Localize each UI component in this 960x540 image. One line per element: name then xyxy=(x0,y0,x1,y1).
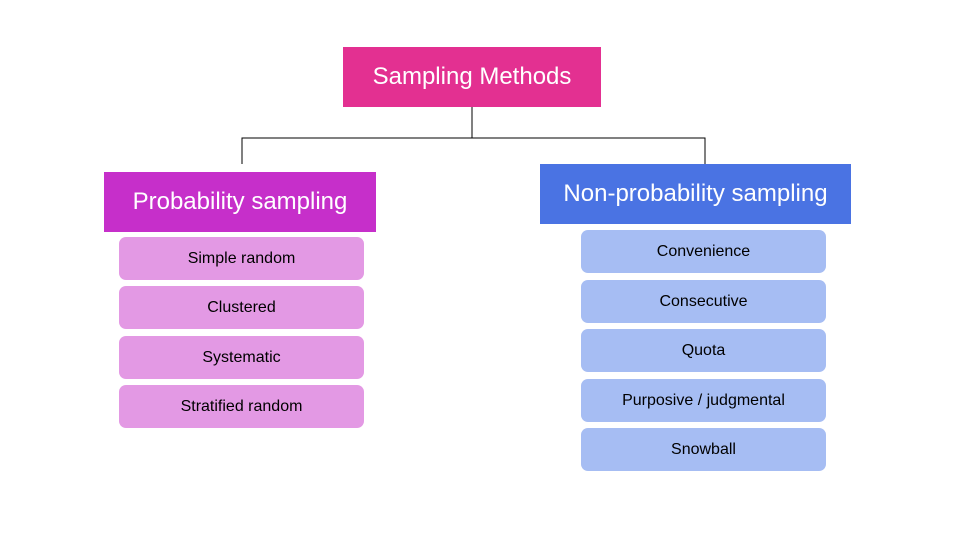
non-probability-item-label: Snowball xyxy=(671,440,736,458)
probability-item-label: Stratified random xyxy=(180,397,303,415)
non-probability-item-snowball: Snowball xyxy=(581,428,826,471)
probability-item-clustered: Clustered xyxy=(119,286,364,329)
non-probability-item-label: Consecutive xyxy=(659,292,748,310)
non-probability-item-convenience: Convenience xyxy=(581,230,826,273)
probability-item-stratified-random: Stratified random xyxy=(119,385,364,428)
non-probability-item-quota: Quota xyxy=(581,329,826,372)
root-node-label: Sampling Methods xyxy=(372,63,572,90)
probability-sampling-header: Probability sampling xyxy=(104,172,376,232)
non-probability-sampling-label: Non-probability sampling xyxy=(563,180,828,207)
non-probability-item-label: Convenience xyxy=(656,242,751,260)
probability-sampling-label: Probability sampling xyxy=(132,188,348,215)
non-probability-item-label: Quota xyxy=(681,341,726,359)
non-probability-item-label: Purposive / judgmental xyxy=(622,391,785,409)
root-to-branches-connector xyxy=(241,107,706,164)
non-probability-sampling-header: Non-probability sampling xyxy=(540,164,851,224)
probability-item-simple-random: Simple random xyxy=(119,237,364,280)
probability-item-label: Systematic xyxy=(202,348,281,366)
non-probability-item-consecutive: Consecutive xyxy=(581,280,826,323)
probability-item-systematic: Systematic xyxy=(119,336,364,379)
non-probability-item-purposive-judgmental: Purposive / judgmental xyxy=(581,379,826,422)
probability-item-label: Clustered xyxy=(207,298,276,316)
root-node-sampling-methods: Sampling Methods xyxy=(343,47,601,107)
probability-item-label: Simple random xyxy=(187,249,296,267)
